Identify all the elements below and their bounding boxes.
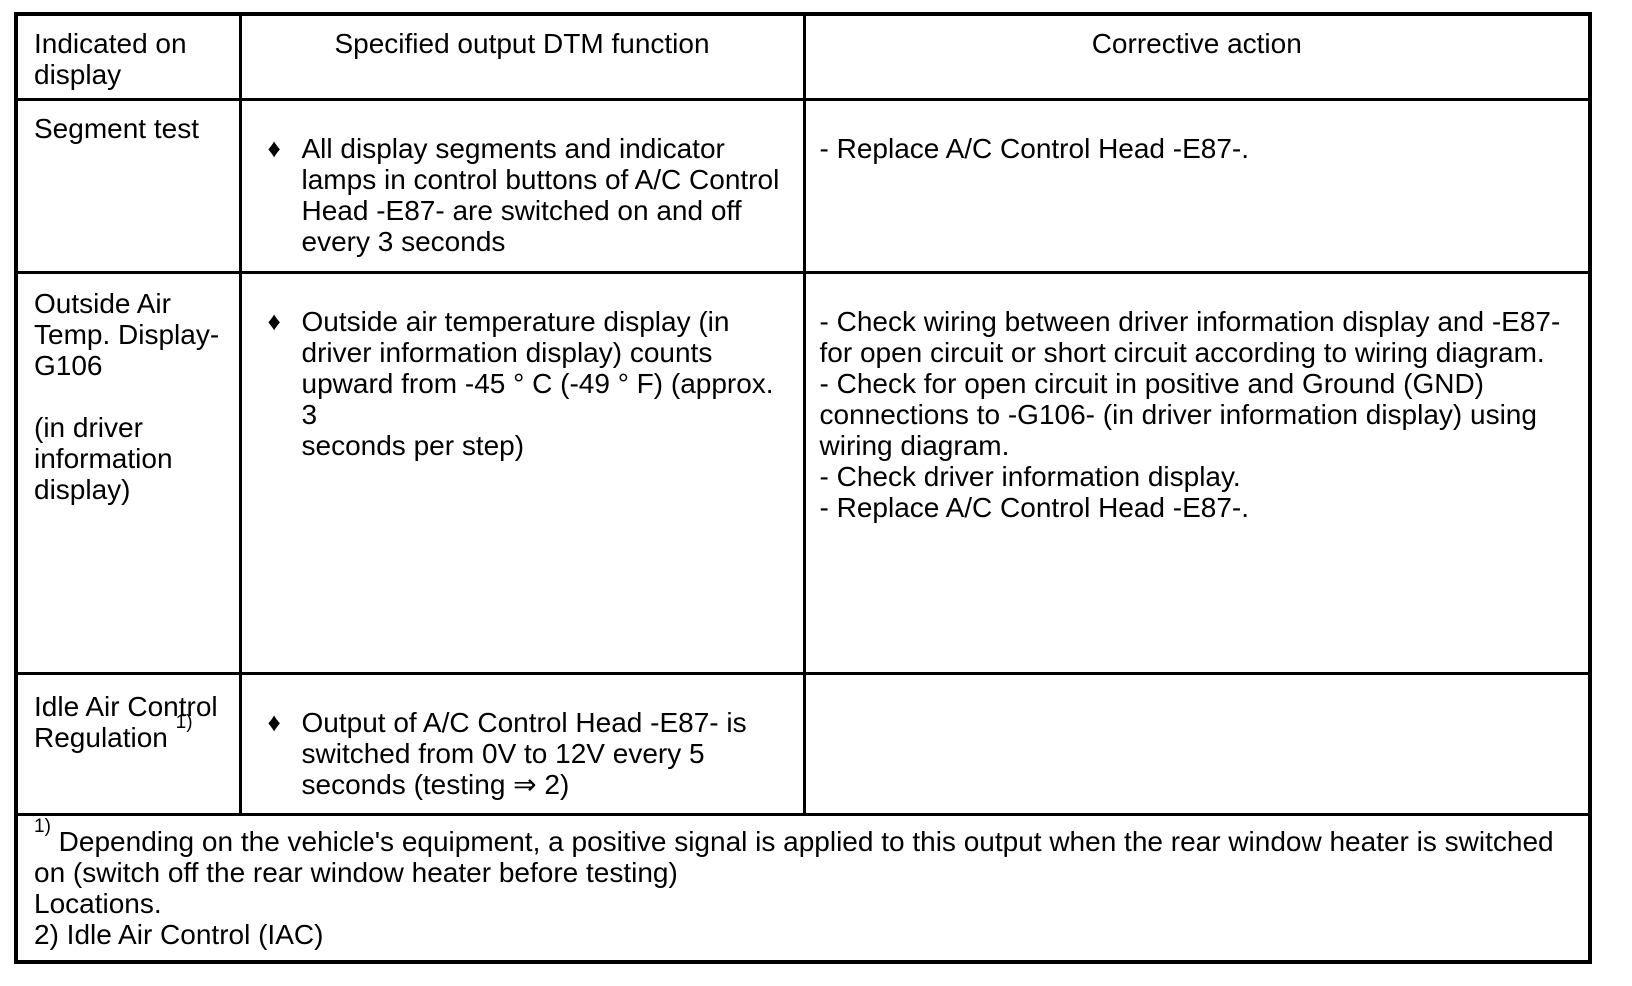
- footnote-marker: 1): [34, 815, 51, 837]
- action-text: - Check wiring between driver informatio…: [819, 306, 1561, 368]
- cell-corrective-action: - Check wiring between driver informatio…: [802, 271, 1592, 675]
- cell-dtm-function: ♦ All display segments and indicator lamp…: [238, 98, 806, 274]
- footnote-cell: 1) Depending on the vehicle's equipment,…: [14, 813, 1592, 964]
- action-text: - Replace A/C Control Head -E87-.: [819, 492, 1250, 523]
- cell-indicated: Outside Air Temp. Display- G106 (in driv…: [14, 271, 242, 675]
- indicated-text: Segment test: [34, 113, 199, 144]
- header-label: Specified output DTM function: [334, 28, 710, 59]
- dtm-text: All display segments and indicator lamps…: [301, 133, 780, 257]
- table-header-row: Indicated on display Specified output DT…: [14, 12, 1592, 101]
- cell-dtm-function: ♦ Output of A/C Control Head -E87- is swi…: [238, 672, 806, 816]
- bullet-item: ♦ All display segments and indicator lamp…: [243, 133, 793, 257]
- dtm-diagnostic-table: Indicated on display Specified output DT…: [14, 12, 1592, 964]
- bullet-item: ♦ Outside air temperature display (in dri…: [243, 306, 793, 461]
- dtm-text: Output of A/C Control Head -E87- is swit…: [301, 707, 747, 800]
- header-label: Corrective action: [1091, 28, 1302, 59]
- action-text: - Check for open circuit in positive and…: [819, 368, 1537, 461]
- cell-indicated: Idle Air Control Regulation 1): [14, 672, 242, 816]
- header-indicated-on-display: Indicated on display: [14, 12, 242, 101]
- footnote-text: Depending on the vehicle's equipment, a …: [34, 826, 1554, 950]
- dtm-text: Outside air temperature display (in driv…: [301, 306, 774, 461]
- cell-dtm-function: ♦ Outside air temperature display (in dri…: [238, 271, 806, 675]
- header-specified-output-dtm-function: Specified output DTM function: [238, 12, 806, 101]
- action-text: - Replace A/C Control Head -E87-.: [819, 133, 1250, 164]
- action-text: - Check driver information display.: [819, 461, 1241, 492]
- table-footnote-row: 1) Depending on the vehicle's equipment,…: [14, 813, 1592, 964]
- header-label: Indicated on display: [34, 28, 187, 90]
- header-corrective-action: Corrective action: [802, 12, 1592, 101]
- bullet-item: ♦ Output of A/C Control Head -E87- is swi…: [243, 707, 793, 800]
- indicated-text: Outside Air Temp. Display- G106 (in driv…: [34, 288, 220, 505]
- cell-corrective-action-empty: [802, 672, 1592, 816]
- footnote-marker: 1): [175, 711, 193, 733]
- diamond-bullet-icon: ♦: [267, 133, 281, 163]
- table-row-idle-air-control: Idle Air Control Regulation 1) ♦ Output o…: [14, 672, 1592, 816]
- cell-corrective-action: - Replace A/C Control Head -E87-.: [802, 98, 1592, 274]
- cell-indicated: Segment test: [14, 98, 242, 274]
- table-row-outside-air-temp: Outside Air Temp. Display- G106 (in driv…: [14, 271, 1592, 675]
- indicated-text: Idle Air Control Regulation: [34, 691, 218, 753]
- table-row-segment-test: Segment test ♦ All display segments and i…: [14, 98, 1592, 274]
- diamond-bullet-icon: ♦: [267, 306, 281, 336]
- diamond-bullet-icon: ♦: [267, 707, 281, 737]
